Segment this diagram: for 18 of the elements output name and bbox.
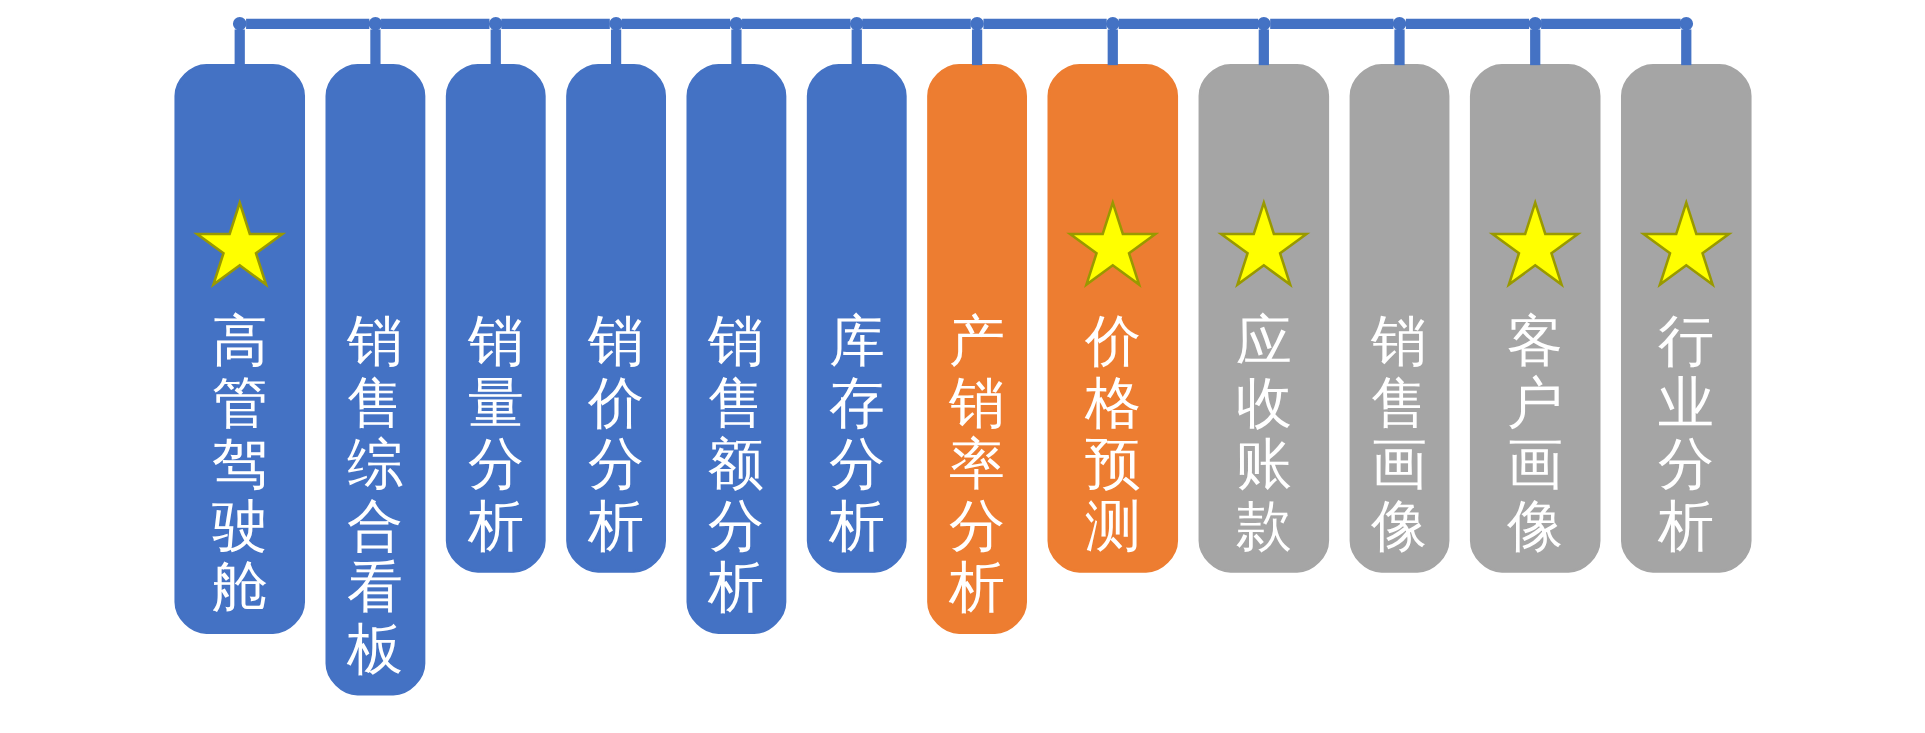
node-box: 产销率分析 (926, 63, 1027, 635)
connector (234, 18, 1691, 66)
node-star (1065, 198, 1159, 288)
cluster: 价格预测 (1047, 63, 1178, 573)
cluster: 应收账款 (1198, 63, 1329, 573)
cluster: 客户画像 (1469, 63, 1600, 573)
cluster: 高管驾驶舱 (173, 63, 305, 635)
node-star (1639, 198, 1733, 288)
node-box: 销售综合看板 (325, 63, 425, 696)
node-box: 销售额分析 (686, 63, 786, 635)
node-box: 销价分析 (565, 63, 666, 573)
node-star (1488, 198, 1582, 288)
node-box: 销量分析 (445, 63, 546, 573)
cluster: 行业分析 (1620, 63, 1752, 573)
node-star (192, 198, 286, 288)
node-star (1216, 198, 1310, 288)
node-box: 库存分析 (806, 63, 907, 573)
node-box: 销售画像 (1349, 63, 1449, 573)
